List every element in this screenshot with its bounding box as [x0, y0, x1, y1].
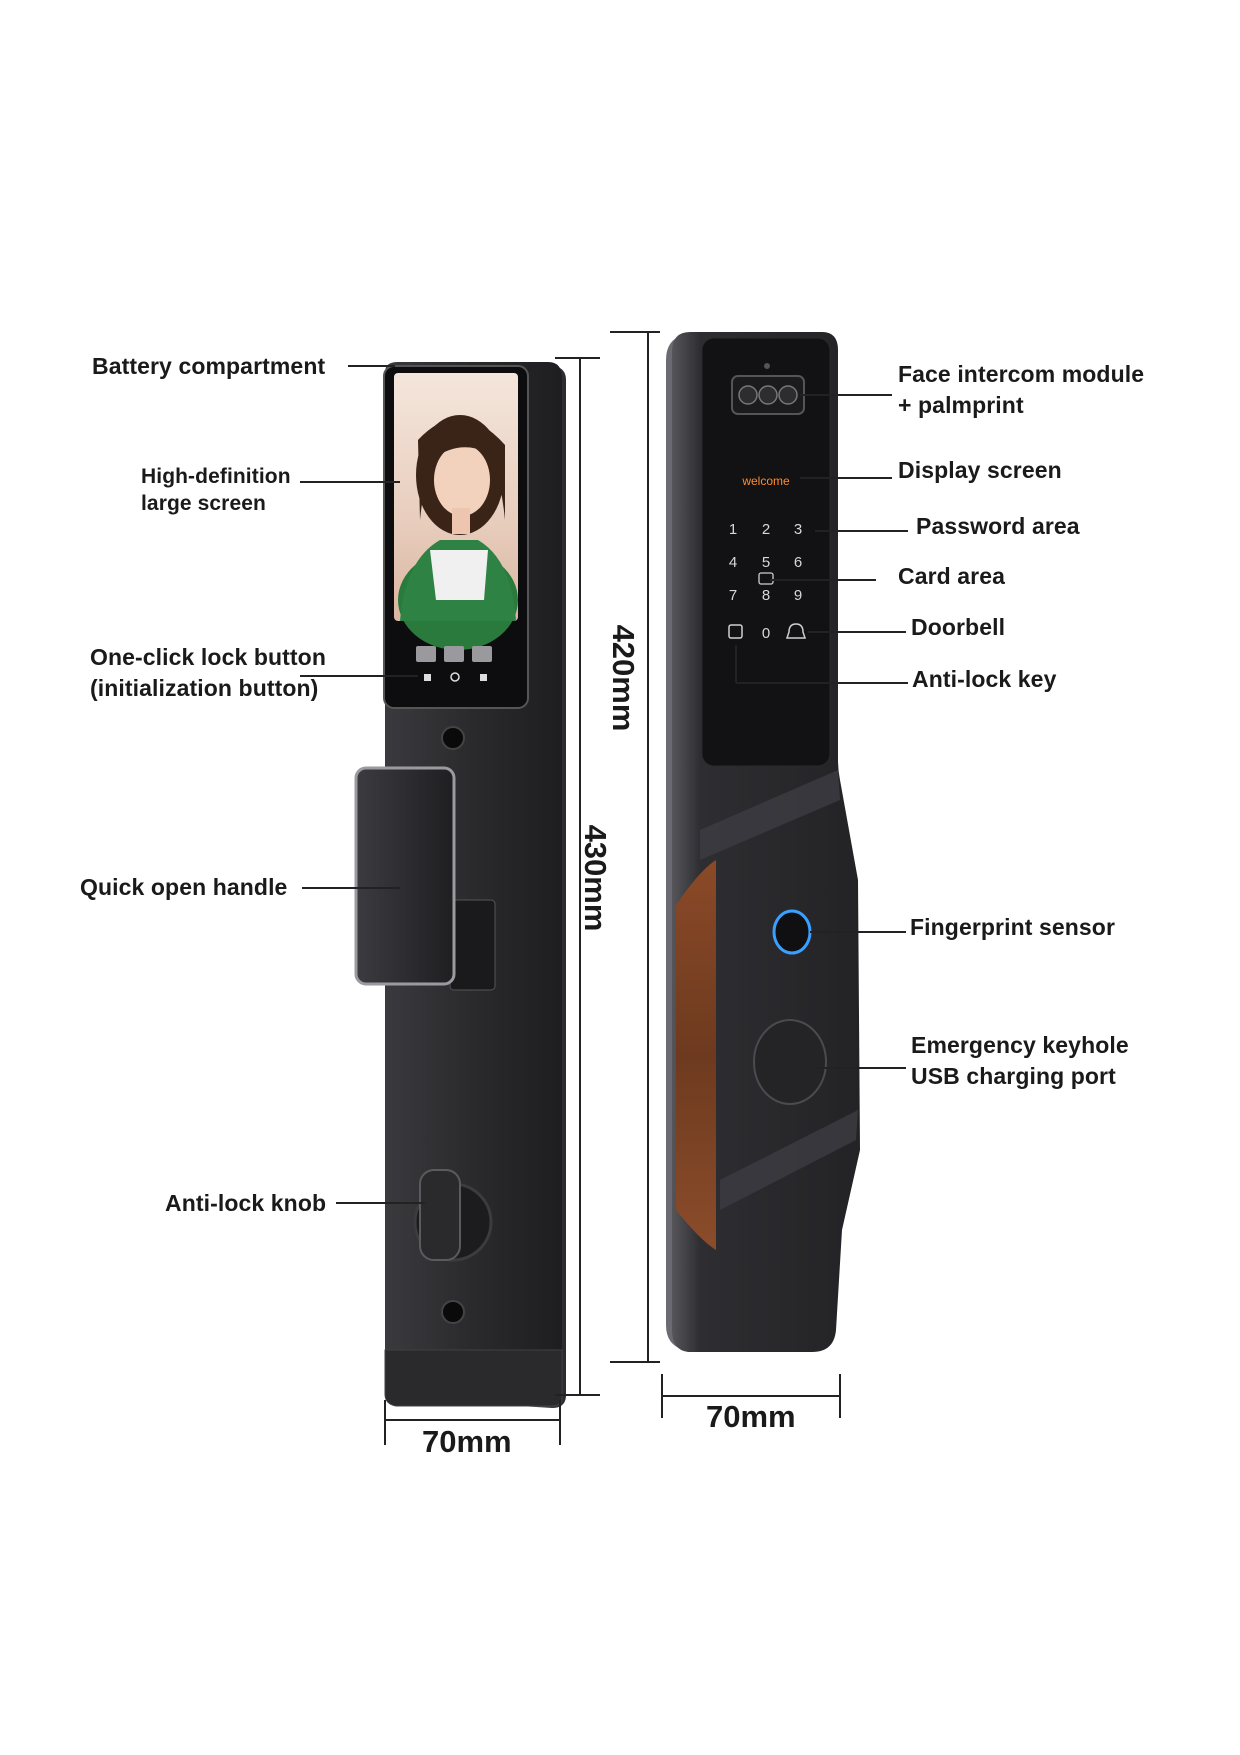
camera-lens-3: [778, 385, 798, 405]
label-hd-screen-line1: High-definition: [141, 465, 291, 488]
password-keypad[interactable]: 1 2 3 4 5 6 7 8 9 0: [729, 521, 802, 642]
label-hd-screen: High-definition large screen: [141, 463, 291, 517]
leader-lines: [300, 365, 908, 1204]
keypad-key-6[interactable]: 6: [794, 554, 802, 571]
screw-hole-bottom: [441, 1300, 465, 1324]
keypad-key-1[interactable]: 1: [729, 521, 737, 538]
body-highlight-2: [720, 1110, 858, 1210]
anti-lock-key-icon[interactable]: [728, 624, 743, 639]
quick-open-handle[interactable]: [354, 766, 456, 986]
keypad-key-3[interactable]: 3: [794, 521, 802, 538]
label-quick-open-handle: Quick open handle: [80, 874, 288, 900]
card-area-icon: [758, 572, 774, 585]
dim-back-width: 70mm: [706, 1399, 796, 1434]
keypad-key-2[interactable]: 2: [762, 521, 770, 538]
wood-insert: [676, 860, 716, 1250]
body-highlight-1: [700, 770, 840, 860]
label-hd-screen-line2: large screen: [141, 492, 266, 515]
keypad-key-8[interactable]: 8: [762, 587, 770, 604]
label-anti-lock-knob: Anti-lock knob: [165, 1190, 327, 1216]
anti-lock-knob[interactable]: [419, 1169, 461, 1261]
label-doorbell: Doorbell: [911, 614, 1006, 640]
display-screen-text: welcome: [741, 474, 790, 488]
label-emergency-keyhole-line1: Emergency keyhole: [911, 1032, 1129, 1058]
camera-lens-1: [738, 385, 758, 405]
camera-lens-2: [758, 385, 778, 405]
front-lock-bottom: [384, 1349, 563, 1407]
keypad-key-5[interactable]: 5: [762, 554, 770, 571]
label-one-click-lock-line2: (initialization button): [90, 675, 319, 701]
dimension-lines: [384, 331, 841, 1445]
label-fingerprint-sensor: Fingerprint sensor: [910, 914, 1115, 940]
dim-front-width: 70mm: [422, 1424, 512, 1459]
label-one-click-lock-line1: One-click lock button: [90, 644, 326, 670]
power-icon: [450, 672, 460, 682]
dim-front-height: 430mm: [578, 824, 613, 932]
screen-portrait-image: [398, 415, 518, 650]
label-battery-compartment: Battery compartment: [92, 353, 326, 379]
label-emergency-keyhole: Emergency keyhole USB charging port: [911, 1030, 1129, 1092]
handle-mount: [449, 899, 496, 991]
lock-button-2[interactable]: [444, 646, 464, 662]
label-card-area: Card area: [898, 563, 1006, 589]
keypad-key-4[interactable]: 4: [729, 554, 737, 571]
screw-hole-top: [441, 726, 465, 750]
camera-dot: [764, 363, 770, 369]
one-click-lock-buttons[interactable]: [416, 646, 492, 682]
label-emergency-keyhole-line2: USB charging port: [911, 1063, 1116, 1089]
label-one-click-lock: One-click lock button (initialization bu…: [90, 642, 326, 704]
lock-button-3[interactable]: [472, 646, 492, 662]
doorbell-icon[interactable]: [785, 623, 807, 639]
back-lock: welcome 1 2 3 4 5 6 7 8 9 0: [666, 332, 860, 1352]
label-face-intercom: Face intercom module + palmprint: [898, 359, 1144, 421]
emergency-keyhole[interactable]: [753, 1019, 827, 1105]
lock-icon: [424, 674, 431, 681]
keypad-key-9[interactable]: 9: [794, 587, 802, 604]
back-control-panel: [701, 337, 831, 767]
unlock-icon: [480, 674, 487, 681]
label-display-screen: Display screen: [898, 457, 1062, 483]
keypad-key-0[interactable]: 0: [762, 625, 770, 642]
label-face-intercom-line2: + palmprint: [898, 392, 1024, 418]
lock-button-1[interactable]: [416, 646, 436, 662]
label-password-area: Password area: [916, 513, 1080, 539]
label-anti-lock-key: Anti-lock key: [912, 666, 1057, 692]
fingerprint-sensor[interactable]: [772, 909, 812, 955]
label-face-intercom-line1: Face intercom module: [898, 361, 1145, 387]
keypad-key-7[interactable]: 7: [729, 587, 737, 604]
front-lock: [354, 362, 566, 1408]
dim-back-height: 420mm: [606, 624, 641, 732]
